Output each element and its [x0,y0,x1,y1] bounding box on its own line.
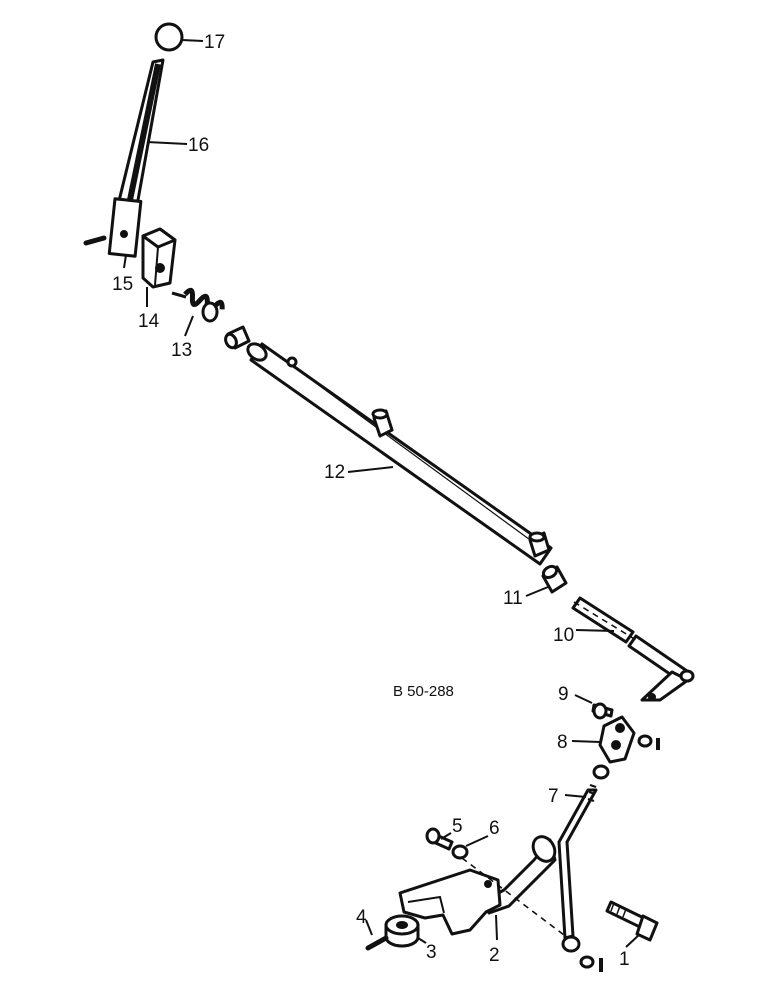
part-15-pin [83,235,107,246]
part-12-shaft [246,342,553,566]
part-8-bracket [598,715,660,764]
part-10-shaft-arm [571,596,695,702]
part-5-bolt [425,827,454,851]
callout-5: 5 [452,816,463,837]
callout-16: 16 [188,135,209,156]
callout-8: 8 [557,732,568,753]
assembly-line [461,857,569,939]
part-14-block [141,227,177,289]
callout-13: 13 [171,340,192,361]
callout-14: 14 [138,311,160,332]
callout-1: 1 [619,949,630,970]
callout-9: 9 [558,684,569,705]
part-2-shifter-fork [398,835,557,936]
callout-12: 12 [324,462,345,483]
part-1-bolt [579,900,659,972]
part-6-washer [451,844,469,860]
part-17-knob [154,22,184,52]
callout-10: 10 [553,625,574,646]
callout-6: 6 [489,818,500,839]
part-4-pin [365,935,389,951]
callout-15: 15 [112,274,133,295]
callout-4: 4 [356,907,367,928]
part-13-spring [171,287,225,323]
callout-7: 7 [548,786,559,807]
small-spring [592,764,610,780]
callout-2: 2 [489,945,500,966]
reference-code: B 50-288 [393,683,454,700]
callout-3: 3 [426,942,437,963]
callout-17: 17 [204,32,225,53]
part-7-rod [557,784,598,953]
part-9-bolt [591,702,614,720]
bushing-small [224,325,251,350]
callout-11: 11 [503,588,523,609]
part-3-roller [384,914,420,948]
part-11-bushing [541,564,568,594]
